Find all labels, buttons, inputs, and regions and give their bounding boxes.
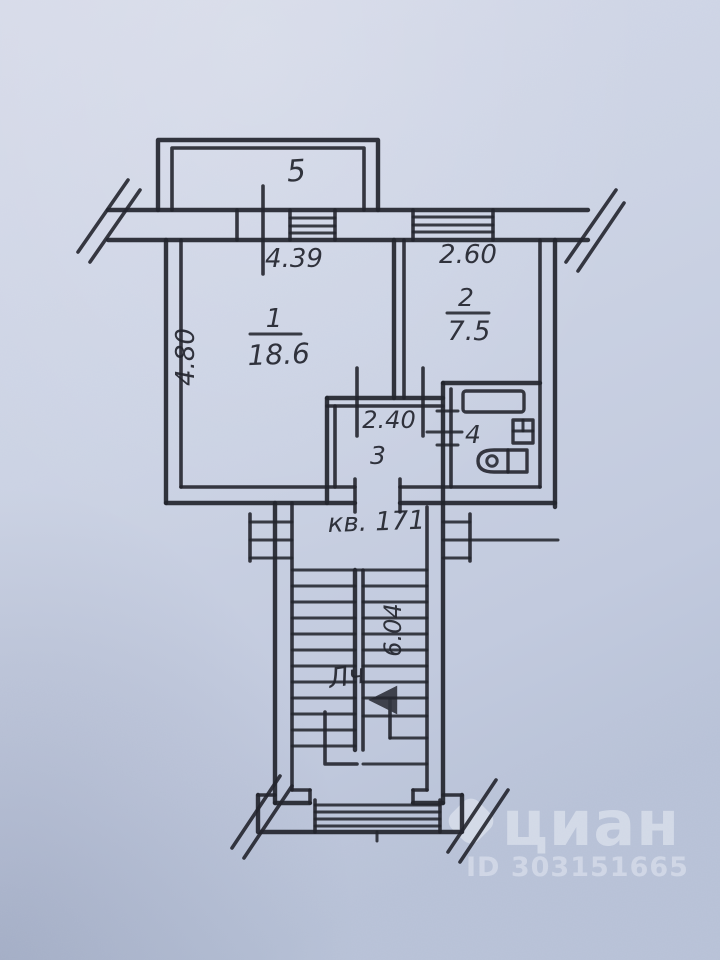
stairs xyxy=(290,567,429,766)
wall-break-mark-left xyxy=(76,178,142,264)
side-window-left xyxy=(248,512,294,563)
room3-number-label: 3 xyxy=(370,441,386,470)
balcony-number-label: 5 xyxy=(286,153,307,189)
porch-window xyxy=(313,798,442,834)
room1-number-label: 1 xyxy=(266,304,283,334)
entrance-porch xyxy=(230,774,510,864)
stairwell-dimension-label: 6.04 xyxy=(379,603,407,656)
wall-break-mark-bottom-left xyxy=(230,774,294,860)
dimension-top-right: 2.60 xyxy=(439,240,497,270)
wall-break-mark-bottom-right xyxy=(446,778,510,864)
room4-number-label: 4 xyxy=(465,420,481,449)
stairwell-label: Лч xyxy=(325,659,367,695)
floorplan-labels: 5 4.39 2.60 4.80 1 18.6 2 7.5 2.40 3 4 к… xyxy=(171,153,497,695)
watermark-brand: циан xyxy=(502,787,680,860)
balcony-outline xyxy=(155,137,381,213)
sink xyxy=(511,418,535,445)
window-room1 xyxy=(288,216,337,235)
bathroom-fixtures xyxy=(461,389,535,474)
stair-landing-mark xyxy=(323,710,359,766)
stairwell-block xyxy=(248,500,560,806)
dimension-top-left: 4.39 xyxy=(265,244,323,274)
hall-width-label: 2.40 xyxy=(362,406,415,434)
room1-area-label: 18.6 xyxy=(247,337,310,372)
apartment-number-label: кв. 171 xyxy=(327,506,425,539)
room2-area-label: 7.5 xyxy=(448,316,491,347)
side-window-right xyxy=(441,512,560,563)
top-exterior-wall xyxy=(76,178,626,276)
room2-number-label: 2 xyxy=(458,283,474,312)
toilet xyxy=(476,448,529,474)
bathtub xyxy=(461,389,526,414)
window-room2 xyxy=(411,215,495,234)
watermark-id: ID 303151665 xyxy=(466,852,689,883)
wall-break-mark-right xyxy=(564,188,626,273)
apartment-walls xyxy=(163,237,558,514)
dimension-left-side: 4.80 xyxy=(171,328,201,386)
